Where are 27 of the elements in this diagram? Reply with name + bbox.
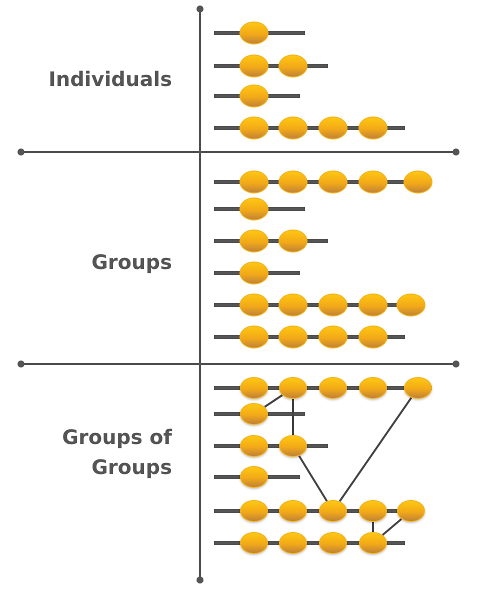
bead bbox=[319, 500, 347, 522]
section-label: Individuals bbox=[47, 66, 172, 93]
bead bbox=[279, 377, 307, 399]
bead bbox=[319, 532, 347, 554]
connector-line bbox=[292, 399, 294, 435]
connector-line bbox=[382, 518, 402, 536]
bead bbox=[240, 500, 268, 522]
bead bbox=[359, 500, 387, 522]
connector-line bbox=[338, 397, 412, 502]
bead bbox=[279, 435, 307, 457]
bead bbox=[240, 466, 268, 488]
bead bbox=[319, 377, 347, 399]
bead bbox=[240, 532, 268, 554]
bead bbox=[279, 532, 307, 554]
bead bbox=[404, 377, 432, 399]
connector-line bbox=[298, 455, 328, 502]
bead bbox=[359, 532, 387, 554]
bead bbox=[279, 500, 307, 522]
connector-line bbox=[372, 522, 374, 532]
bead bbox=[240, 435, 268, 457]
bead bbox=[240, 403, 268, 425]
section-label: Groups bbox=[90, 249, 172, 276]
bead bbox=[397, 500, 425, 522]
bead bbox=[359, 377, 387, 399]
connector-line bbox=[264, 394, 283, 408]
bead bbox=[240, 377, 268, 399]
section-label: Groups of Groups bbox=[61, 424, 172, 481]
